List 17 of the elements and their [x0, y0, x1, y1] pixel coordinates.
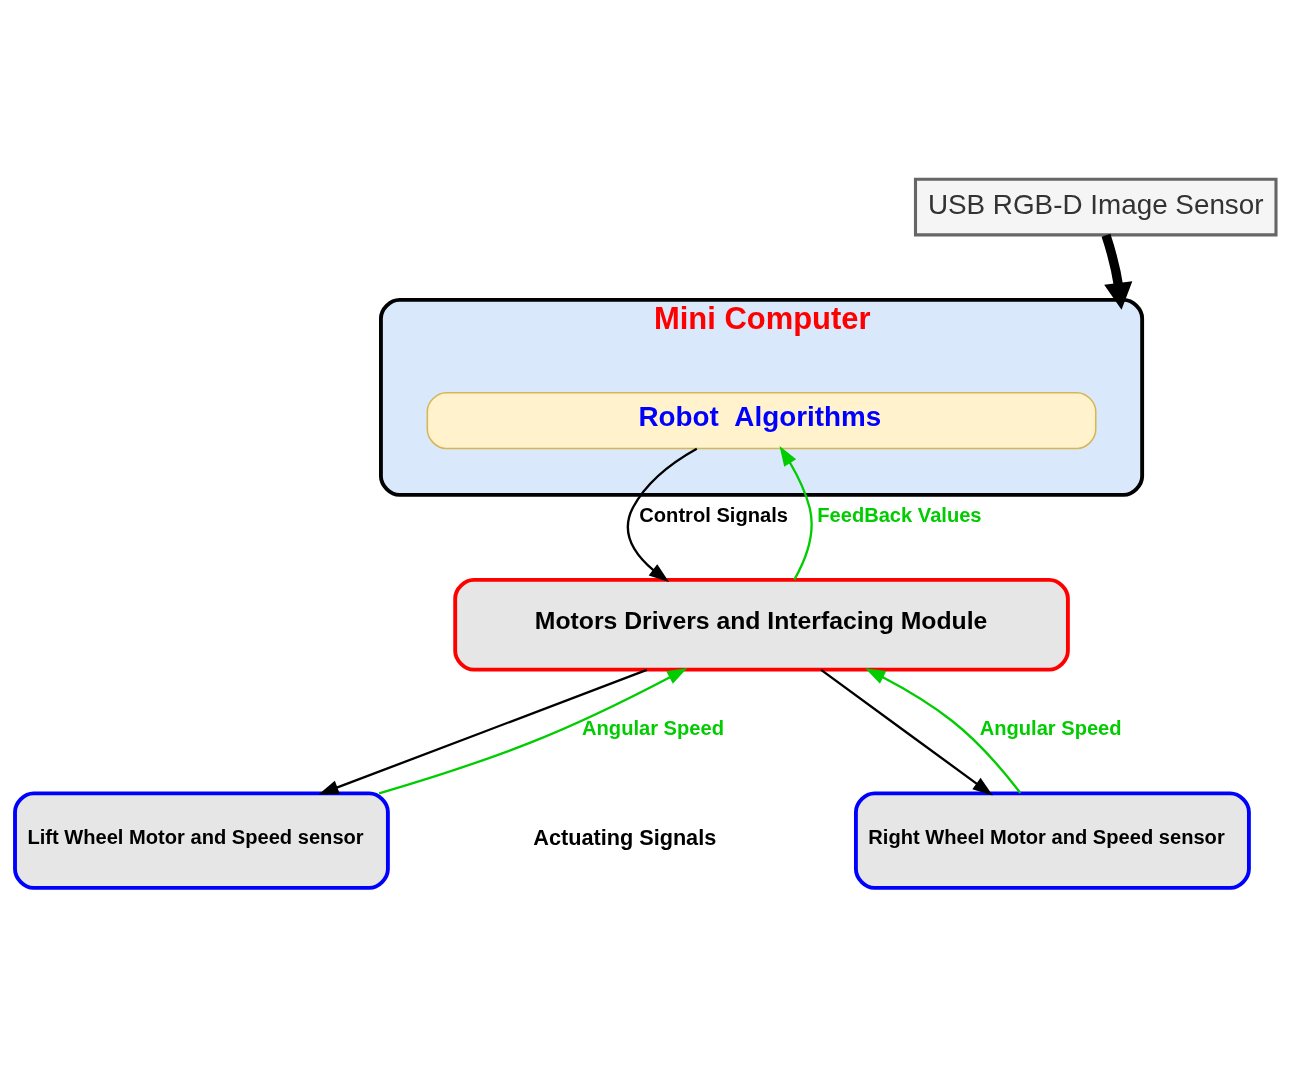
- edge-label: FeedBack Values: [817, 503, 982, 526]
- edge-label: Angular Speed: [582, 717, 724, 740]
- node-box: Lift Wheel Motor and Speed sensor: [13, 791, 390, 890]
- arrow: [865, 668, 1022, 794]
- arrow: [378, 668, 688, 795]
- arrow: [1101, 233, 1133, 310]
- node-box: USB RGB-D Image Sensor: [913, 177, 1278, 237]
- node-box: Motors Drivers and Interfacing Module: [453, 578, 1070, 672]
- arrow: [318, 668, 648, 795]
- arrow: [626, 447, 698, 582]
- node-box: Robot Algorithms: [426, 391, 1097, 450]
- arrow: [820, 668, 993, 796]
- node-box: Right Wheel Motor and Speed sensor: [854, 791, 1251, 890]
- label: Actuating Signals: [533, 824, 717, 850]
- arrow: [779, 445, 813, 581]
- edge-label: Control Signals: [639, 503, 788, 526]
- edge-label: Angular Speed: [979, 717, 1122, 740]
